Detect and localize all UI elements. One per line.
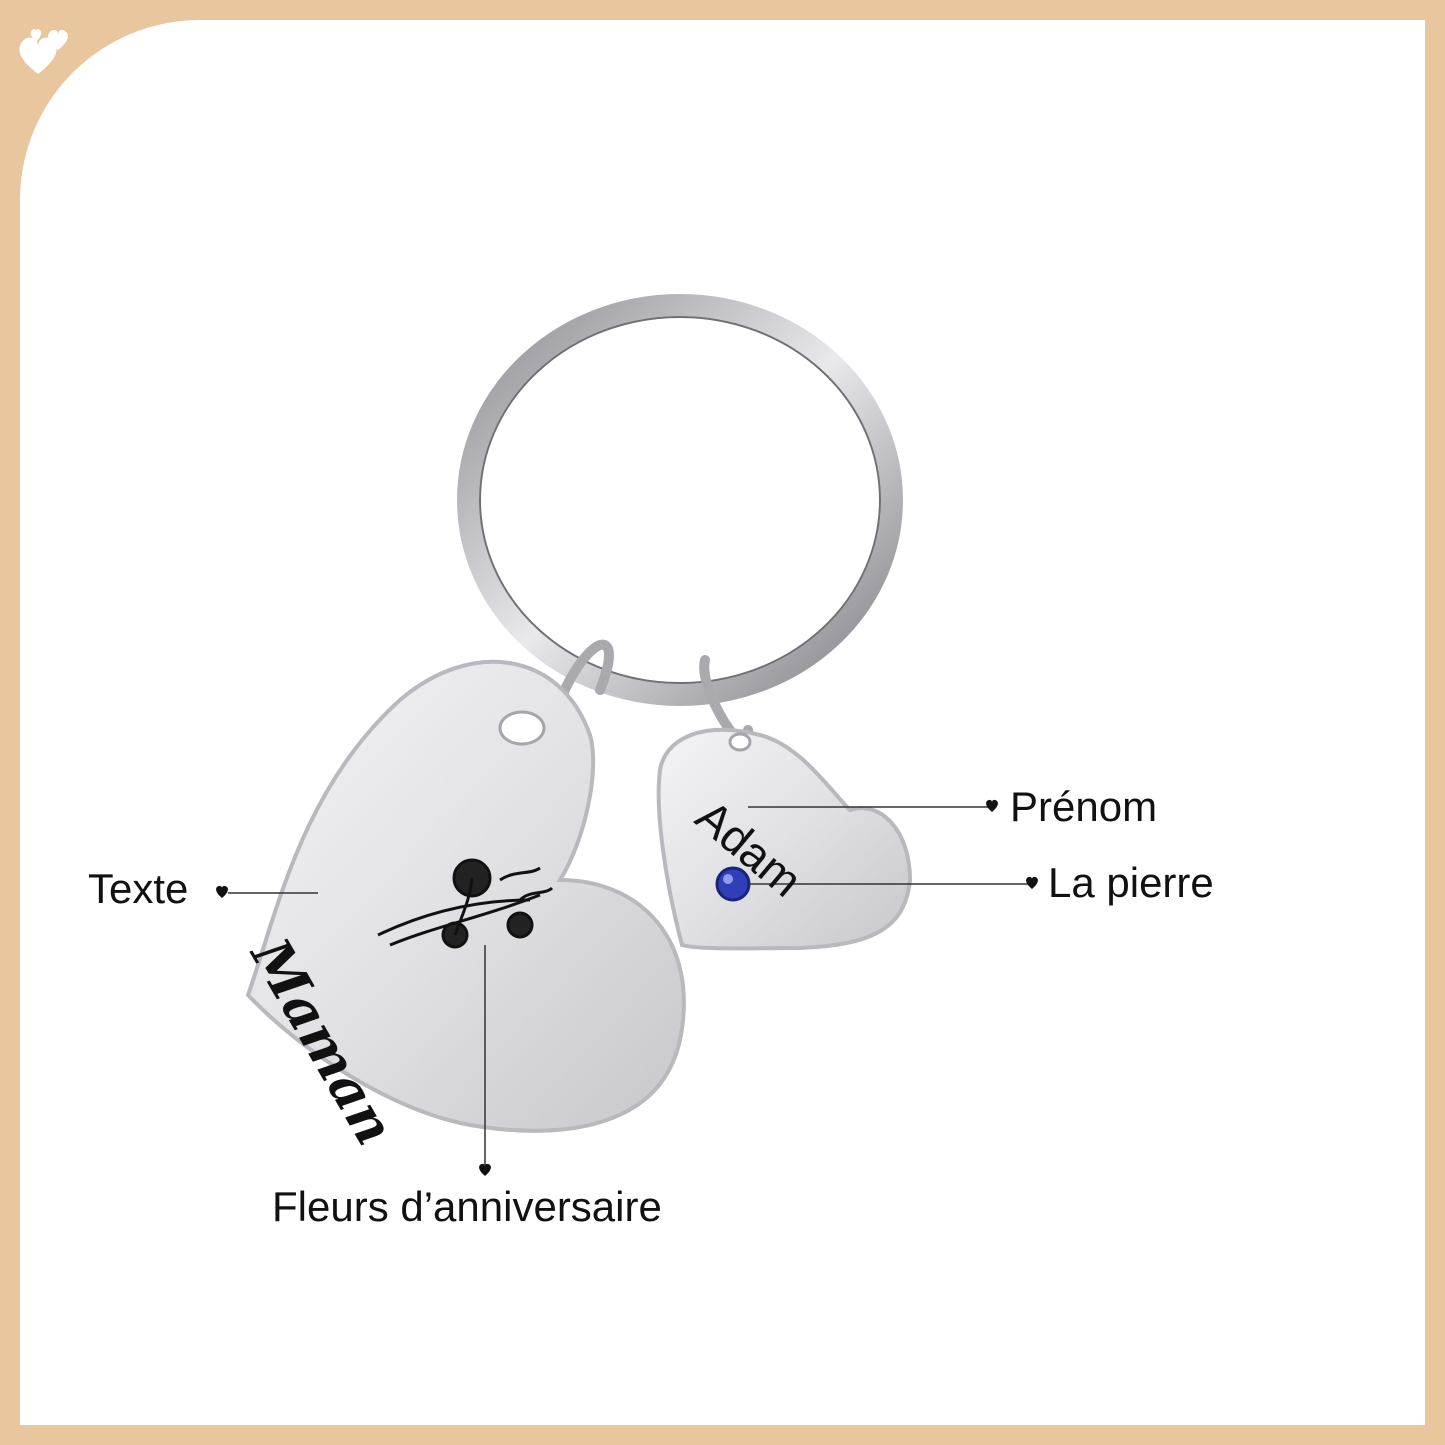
- text-callout-label: Texte: [88, 865, 189, 912]
- heart-bullet-icon: [216, 885, 228, 898]
- heart-bullet-icon: [1026, 876, 1038, 889]
- callout-lines: [228, 806, 1030, 1165]
- heart-bullet-icon: [986, 799, 998, 812]
- key-ring: [457, 294, 903, 706]
- small-heart-tag: [656, 727, 913, 951]
- heart-bullet-icon: [479, 1163, 491, 1176]
- birthstone: [715, 866, 751, 902]
- hearts-icon: [19, 28, 68, 74]
- name-callout-label: Prénom: [1010, 783, 1158, 830]
- stone-callout-label: La pierre: [1048, 859, 1214, 906]
- birth-flower-engraving: [377, 858, 554, 949]
- flowers-callout-label: Fleurs d’anniversaire: [272, 1183, 662, 1230]
